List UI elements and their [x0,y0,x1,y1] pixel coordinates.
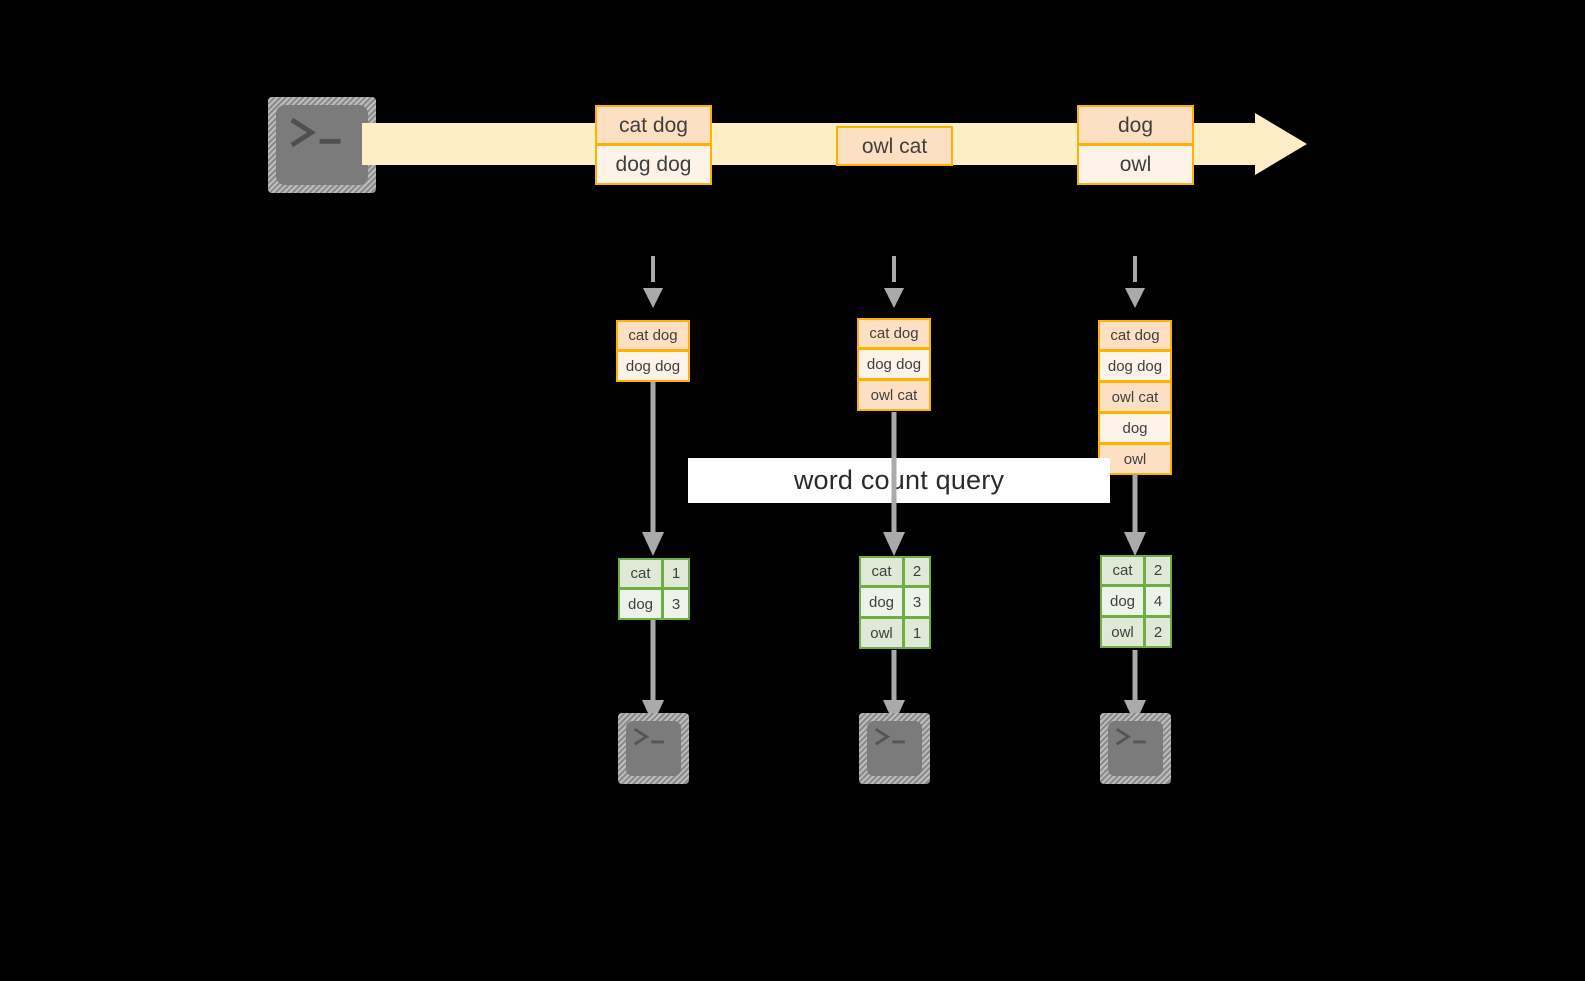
trigger-1-buffer-row-2: dog dog [616,351,690,382]
arrow-down-shape [883,650,905,724]
table-row: dog 4 [1100,586,1172,617]
prompt-caret-icon [634,728,664,746]
table-row: dog 3 [618,589,690,620]
prompt-caret-icon [290,117,341,147]
trigger-1-query-arrow-down-icon [637,382,669,560]
result-key: dog [1100,586,1145,617]
table-row: dog 3 [859,587,931,618]
terminal-prompt-glyph [633,728,672,750]
trigger-1-buffer: cat dog dog dog [616,320,690,382]
query-label-text: word count query [793,465,1005,495]
result-value: 1 [904,618,931,649]
trigger-3-dashed-arrow-down-icon [1119,256,1151,316]
terminal-screen [276,105,368,185]
trigger-2-query-arrow-down-icon [878,412,910,560]
table-row: cat 1 [618,558,690,589]
prompt-caret-icon [1116,728,1146,746]
trigger-3-buffer-row-1: cat dog [1098,320,1172,351]
stream-event-3-row-1: dog [1077,105,1194,145]
dashed-arrow-down-shape [643,256,663,308]
result-key: cat [1100,555,1145,586]
stream-event-1-row-2: dog dog [595,145,712,185]
prompt-caret-icon [875,728,905,746]
result-value: 4 [1145,586,1172,617]
table-row: owl 1 [859,618,931,649]
trigger-2-sink-arrow-down-icon [878,650,910,728]
terminal-screen [626,721,681,776]
table-row: owl 2 [1100,617,1172,648]
result-value: 2 [904,556,931,587]
trigger-2-dashed-arrow-down-icon [878,256,910,316]
trigger-1-dashed-arrow-down-icon [637,256,669,316]
trigger-2-buffer-row-1: cat dog [857,318,931,349]
trigger-2-buffer-row-3: owl cat [857,380,931,411]
trigger-3-buffer-row-2: dog dog [1098,351,1172,382]
dashed-arrow-down-shape [884,256,904,308]
trigger-3-query-arrow-down-icon [1119,474,1151,560]
stream-event-2: owl cat [836,126,953,166]
stream-event-1-row-1: cat dog [595,105,712,145]
stream-event-3-row-2: owl [1077,145,1194,185]
trigger-3-buffer-row-4: dog [1098,413,1172,444]
query-label-band: word count query [688,458,1110,503]
result-key: cat [618,558,663,589]
terminal-prompt-glyph [1115,728,1154,750]
trigger-1-buffer-row-1: cat dog [616,320,690,351]
result-key: dog [618,589,663,620]
result-key: dog [859,587,904,618]
terminal-prompt-glyph [289,117,353,152]
table-row: cat 2 [1100,555,1172,586]
trigger-3-sink-arrow-down-icon [1119,650,1151,728]
terminal-prompt-glyph [874,728,913,750]
result-value: 2 [1145,617,1172,648]
result-key: owl [859,618,904,649]
trigger-1-sink-terminal-icon [618,713,689,784]
trigger-3-buffer-row-3: owl cat [1098,382,1172,413]
arrow-down-shape [883,412,905,556]
terminal-screen [1108,721,1163,776]
trigger-3-result-table: cat 2 dog 4 owl 2 [1100,555,1172,648]
trigger-1-result-table: cat 1 dog 3 [618,558,690,620]
trigger-2-result-table: cat 2 dog 3 owl 1 [859,556,931,649]
result-value: 2 [1145,555,1172,586]
dashed-arrow-down-shape [1125,256,1145,308]
result-key: cat [859,556,904,587]
stream-event-1: cat dog dog dog [595,105,712,185]
trigger-1-sink-arrow-down-icon [637,620,669,728]
source-terminal-icon [268,97,376,193]
trigger-3-sink-terminal-icon [1100,713,1171,784]
arrow-down-shape [642,382,664,556]
trigger-3-buffer: cat dog dog dog owl cat dog owl [1098,320,1172,475]
stream-event-2-row-1: owl cat [836,126,953,166]
trigger-3-buffer-row-5: owl [1098,444,1172,475]
result-value: 1 [663,558,690,589]
stream-event-3: dog owl [1077,105,1194,185]
result-key: owl [1100,617,1145,648]
terminal-screen [867,721,922,776]
trigger-2-buffer: cat dog dog dog owl cat [857,318,931,411]
result-value: 3 [663,589,690,620]
table-row: cat 2 [859,556,931,587]
arrow-down-shape [642,620,664,724]
arrow-down-shape [1124,474,1146,556]
trigger-2-sink-terminal-icon [859,713,930,784]
arrow-down-shape [1124,650,1146,724]
result-value: 3 [904,587,931,618]
trigger-2-buffer-row-2: dog dog [857,349,931,380]
